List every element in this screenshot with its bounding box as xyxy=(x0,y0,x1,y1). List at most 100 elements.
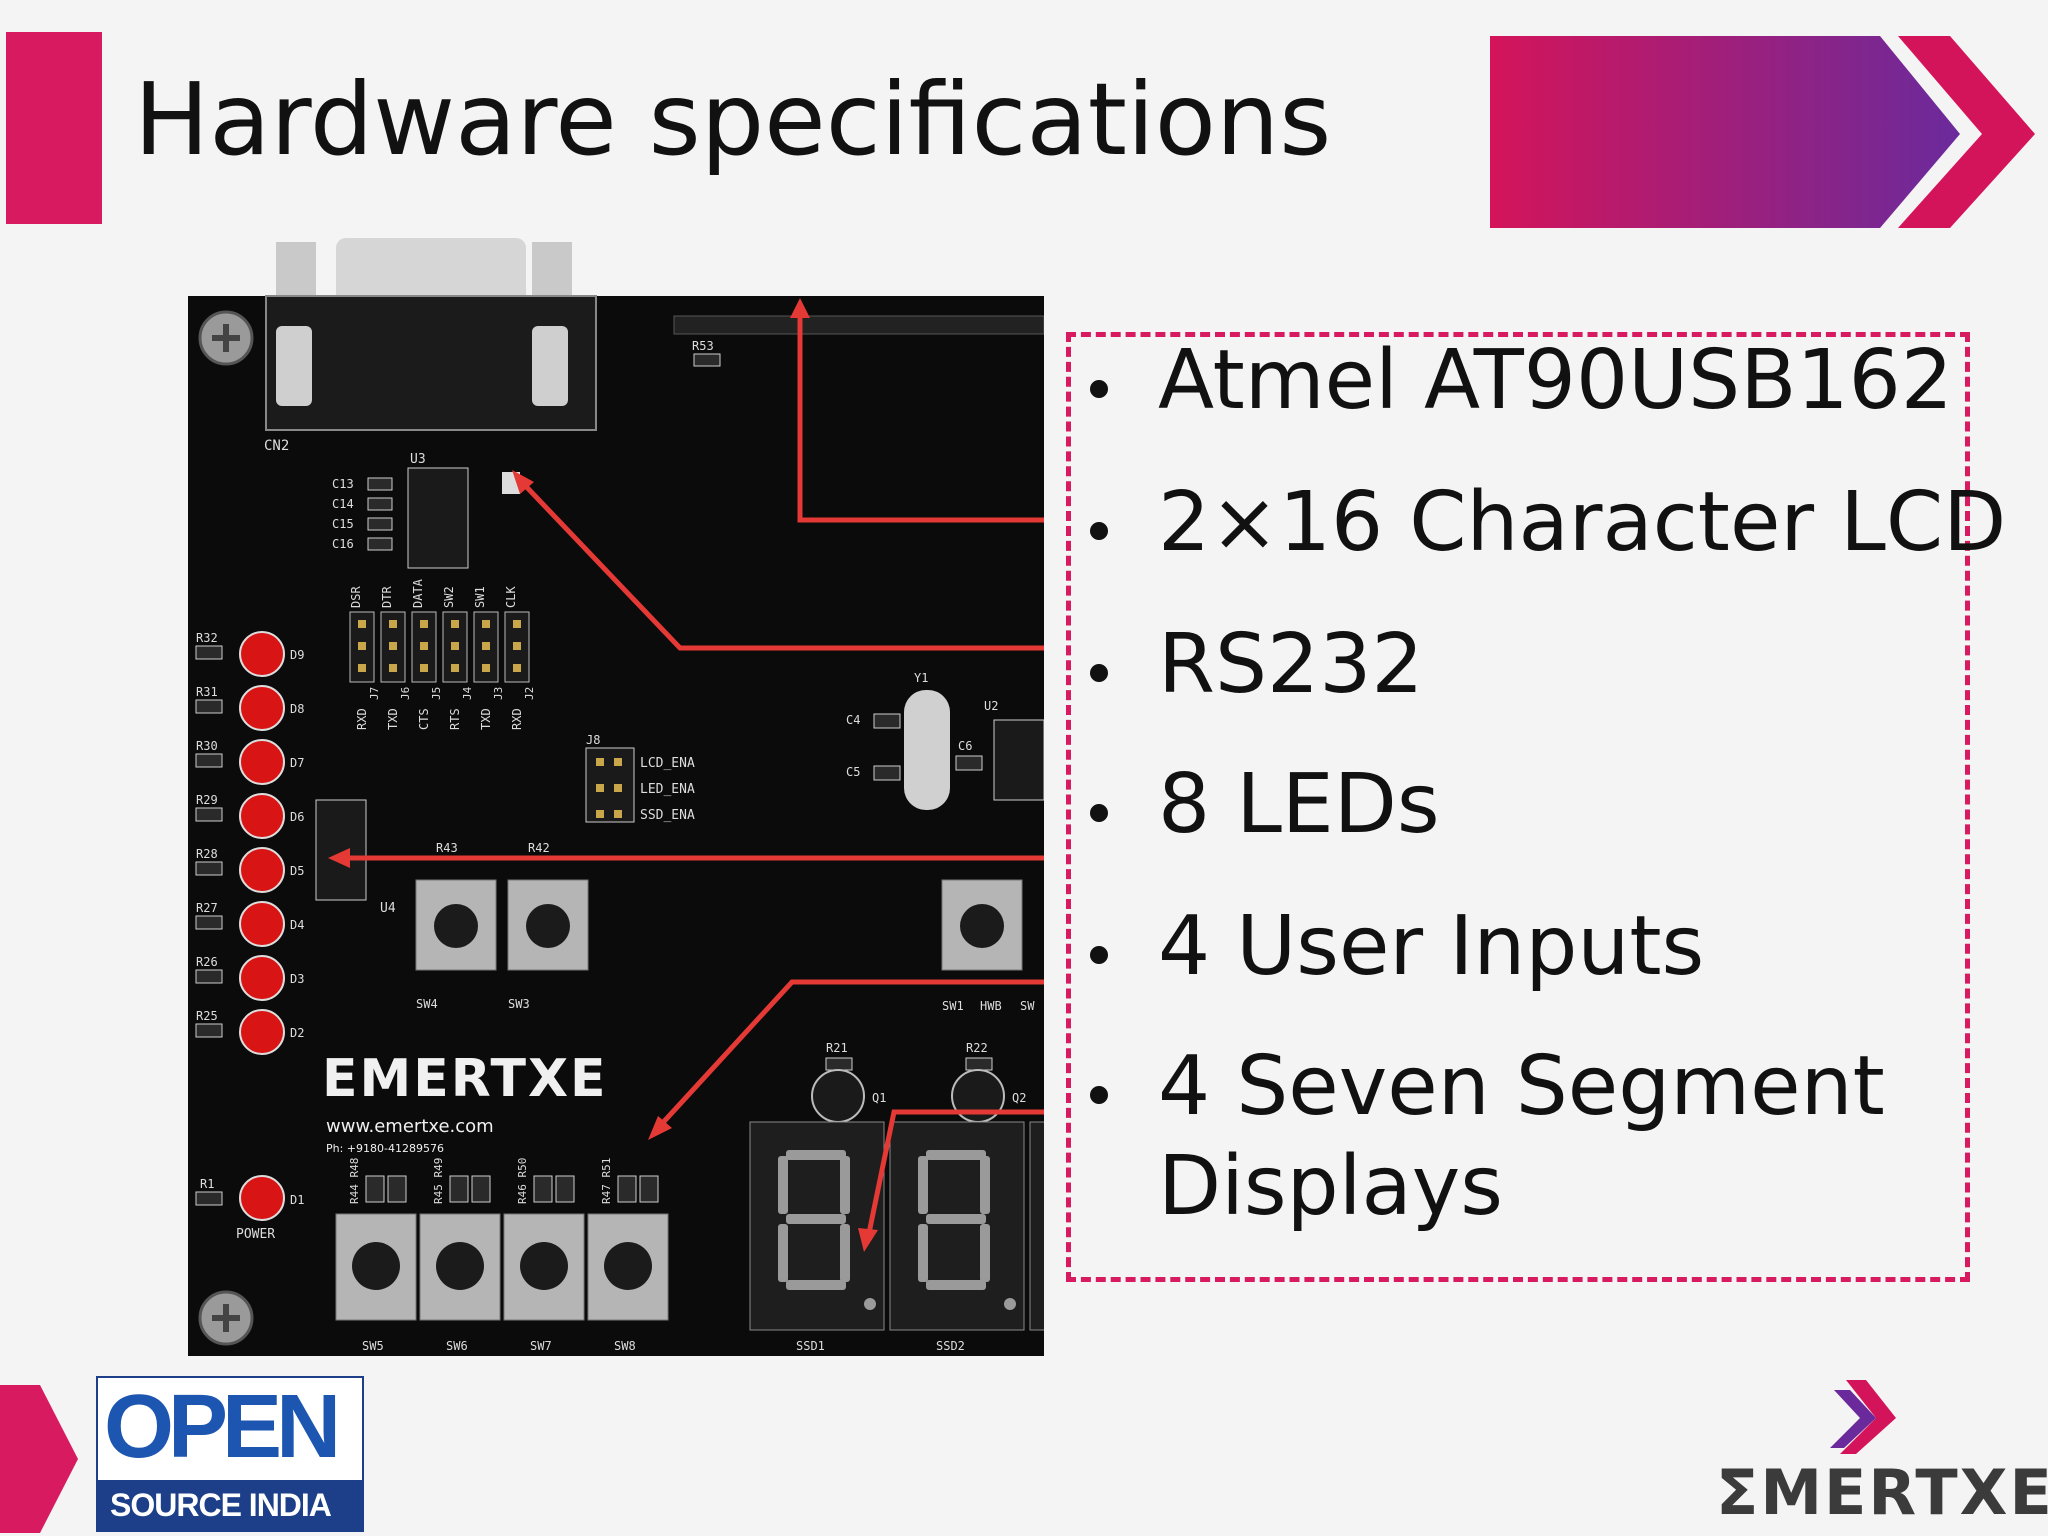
bullet-icon xyxy=(1090,804,1108,822)
arrow-lcd xyxy=(797,310,1044,523)
led-resistor-label: R30 xyxy=(196,739,218,753)
u4-chip xyxy=(315,799,367,901)
board-url: www.emertxe.com xyxy=(326,1116,494,1137)
seven-segment-display xyxy=(1029,1121,1044,1331)
bottom-switch-label: SW7 xyxy=(530,1339,552,1353)
jumper-bottom-label: TXD xyxy=(479,708,493,730)
u2-label: U2 xyxy=(984,699,998,713)
jumper-top-label: SW1 xyxy=(473,586,487,608)
jumper-top-label: SW2 xyxy=(442,586,456,608)
switch-label: SW4 xyxy=(416,997,438,1011)
led-label: D9 xyxy=(290,648,304,662)
osi-sub-text: SOURCE INDIA xyxy=(110,1487,332,1523)
led xyxy=(239,1009,285,1055)
jumper-top-label: DSR xyxy=(349,586,363,608)
spec-text: 2×16 Character LCD xyxy=(1158,475,2007,570)
u2-chip xyxy=(993,719,1044,801)
transistor-resistor-label: R21 xyxy=(826,1041,848,1055)
transistor-label: Q1 xyxy=(872,1091,886,1105)
cn2-label: CN2 xyxy=(264,438,289,454)
led-label: D4 xyxy=(290,918,304,932)
c5-label: C5 xyxy=(846,765,860,779)
led-label: D5 xyxy=(290,864,304,878)
bottom-switch-resistor-label: R45 R49 xyxy=(432,1158,445,1204)
bullet-icon xyxy=(1090,1086,1108,1104)
led-label: D2 xyxy=(290,1026,304,1040)
jumper-id-label: J5 xyxy=(430,687,443,700)
arrowhead-sw xyxy=(648,1116,672,1140)
led xyxy=(239,901,285,947)
jumper-bottom-label: CTS xyxy=(417,708,431,730)
emertxe-text: ΣMERTXE xyxy=(1716,1456,2048,1529)
arrowhead-ssd xyxy=(858,1228,878,1252)
emertxe-chevron-icon xyxy=(1830,1380,1896,1454)
led xyxy=(239,631,285,677)
led-resistor-label: R28 xyxy=(196,847,218,861)
led-resistor-label: R26 xyxy=(196,955,218,969)
jumper-id-label: J3 xyxy=(492,687,505,700)
jumper-block: DSRRXDJ7DTRTXDJ6DATACTSJ5SW2RTSJ4SW1TXDJ… xyxy=(349,578,536,730)
jumper-id-label: J4 xyxy=(461,686,474,700)
u3-label: U3 xyxy=(410,452,426,467)
arrow-switches xyxy=(656,979,1044,1130)
led-label: D8 xyxy=(290,702,304,716)
cap xyxy=(367,477,393,491)
led-label: D3 xyxy=(290,972,304,986)
switch-resistor-label: R43 xyxy=(436,841,458,855)
lcd-header-pins xyxy=(673,315,1044,335)
power-led xyxy=(239,1175,285,1221)
arrow-ssd xyxy=(865,1109,1044,1239)
cap-label: C15 xyxy=(332,517,354,531)
spec-text: 4 Seven Segment xyxy=(1158,1039,1885,1134)
y1-crystal xyxy=(904,690,950,810)
sw1-label: SW1 xyxy=(942,999,964,1013)
jumper-bottom-label: RXD xyxy=(355,708,369,730)
hwb-label: HWB xyxy=(980,999,1002,1013)
cap xyxy=(367,537,393,551)
j8-pin-label: LED_ENA xyxy=(640,782,695,797)
push-button xyxy=(507,879,589,971)
annotation-arrows xyxy=(340,310,1044,1239)
ssd-label: SSD2 xyxy=(936,1339,965,1353)
header-banner xyxy=(1490,36,2035,228)
spec-text: Displays xyxy=(1158,1139,1503,1234)
led-resistor-label: R31 xyxy=(196,685,218,699)
led xyxy=(239,847,285,893)
u4-label: U4 xyxy=(380,901,396,916)
jumper-id-label: J6 xyxy=(399,687,412,700)
open-source-india-logo: OPEN SOURCE INDIA xyxy=(96,1376,364,1532)
bottom-switch-label: SW5 xyxy=(362,1339,384,1353)
jumper-top-label: DATA xyxy=(411,578,425,608)
j8-label: J8 xyxy=(586,733,600,747)
power-label: POWER xyxy=(236,1227,275,1242)
r53-label: R53 xyxy=(692,339,714,353)
bottom-switch-resistor-label: R44 R48 xyxy=(348,1158,361,1204)
arrowhead-up xyxy=(790,298,810,318)
jumper-top-label: CLK xyxy=(504,586,518,608)
bottom-switch-label: SW8 xyxy=(614,1339,636,1353)
db9-screw-left xyxy=(276,326,312,406)
u3-chip xyxy=(407,467,469,569)
led xyxy=(239,739,285,785)
j8-pin-label: LCD_ENA xyxy=(640,756,695,771)
led-resistor-label: R29 xyxy=(196,793,218,807)
switch-resistor-label: R42 xyxy=(528,841,550,855)
board-phone: Ph: +9180-41289576 xyxy=(326,1142,444,1155)
spec-text: RS232 xyxy=(1158,617,1424,712)
jumper-id-label: J2 xyxy=(523,687,536,700)
osi-open-text: OPEN xyxy=(104,1377,341,1477)
db9-shell xyxy=(336,238,526,308)
jumper-bottom-label: RXD xyxy=(510,708,524,730)
bullet-icon xyxy=(1090,380,1108,398)
power-resistor-label: R1 xyxy=(200,1177,214,1191)
led-resistor-label: R32 xyxy=(196,631,218,645)
led xyxy=(239,793,285,839)
j8-pin-label: SSD_ENA xyxy=(640,808,695,823)
title-accent-bar xyxy=(6,32,102,224)
arrowhead-mcu xyxy=(512,470,534,494)
spec-text: 8 LEDs xyxy=(1158,757,1440,852)
cap xyxy=(367,517,393,531)
led xyxy=(239,955,285,1001)
